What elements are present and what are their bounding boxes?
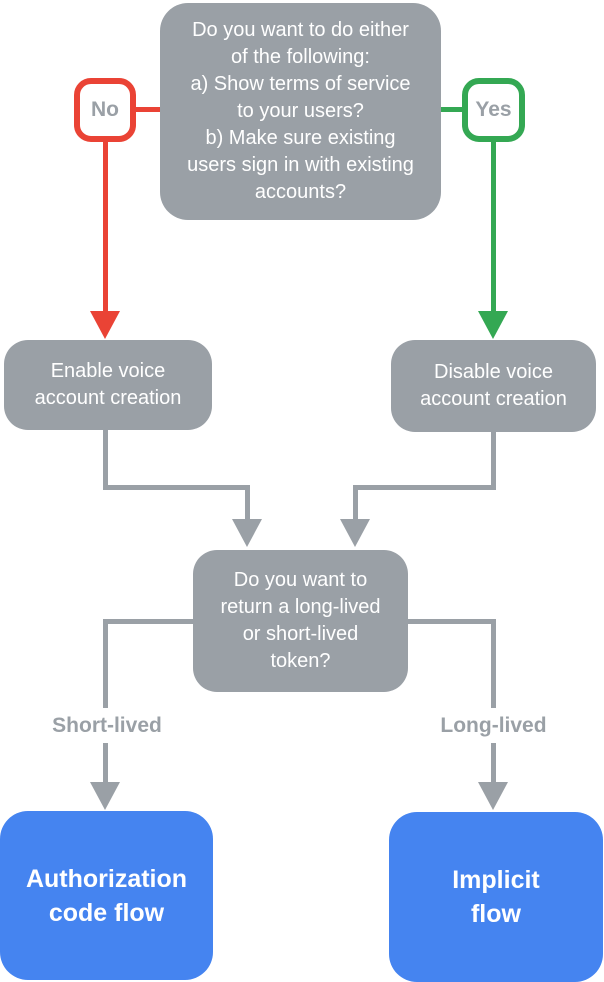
node-question-terms: Do you want to do either of the followin… <box>160 3 441 220</box>
yes-branch-vertical-line <box>491 140 496 312</box>
node-enable-voice: Enable voice account creation <box>4 340 212 430</box>
edge-label-long-lived-text: Long-lived <box>440 713 547 737</box>
edge-label-short-lived: Short-lived <box>22 708 192 743</box>
yes-branch-horizontal-line <box>439 107 464 112</box>
node-authorization-code-flow-text: Authorization code flow <box>25 864 188 927</box>
short-lived-arrow-down-icon <box>90 782 120 810</box>
node-question-token-text: Do you want to return a long-lived or sh… <box>220 569 381 672</box>
edge-label-long-lived: Long-lived <box>410 708 577 743</box>
enable-branch-arrow-down-icon <box>232 519 262 547</box>
badge-yes-label: Yes <box>475 98 512 121</box>
disable-out-vertical-line <box>491 430 496 490</box>
node-disable-voice: Disable voice account creation <box>391 340 596 432</box>
node-authorization-code-flow: Authorization code flow <box>0 811 213 980</box>
edge-label-short-lived-text: Short-lived <box>52 713 162 737</box>
node-enable-voice-text: Enable voice account creation <box>34 360 182 409</box>
node-implicit-flow: Implicit flow <box>389 812 603 982</box>
yes-branch-arrow-down-icon <box>478 311 508 339</box>
no-branch-arrow-down-icon <box>90 311 120 339</box>
disable-out-horizontal-line <box>353 485 496 490</box>
node-implicit-flow-text: Implicit flow <box>452 866 540 928</box>
node-question-token: Do you want to return a long-lived or sh… <box>193 550 408 692</box>
node-disable-voice-text: Disable voice account creation <box>420 361 567 410</box>
long-lived-arrow-down-icon <box>478 782 508 810</box>
no-branch-vertical-line <box>103 140 108 312</box>
disable-in-vertical-line <box>353 485 358 521</box>
short-lived-horizontal-line <box>103 619 195 624</box>
enable-in-vertical-line <box>245 485 250 521</box>
enable-out-vertical-line <box>103 428 108 490</box>
badge-yes: Yes <box>462 78 525 142</box>
no-branch-horizontal-line <box>134 107 161 112</box>
long-lived-vertical-line <box>491 619 496 784</box>
node-question-terms-text: Do you want to do either of the followin… <box>187 19 414 203</box>
short-lived-vertical-line <box>103 619 108 784</box>
long-lived-horizontal-line <box>406 619 496 624</box>
badge-no-label: No <box>91 98 119 121</box>
disable-branch-arrow-down-icon <box>340 519 370 547</box>
badge-no: No <box>74 78 136 142</box>
enable-out-horizontal-line <box>103 485 250 490</box>
